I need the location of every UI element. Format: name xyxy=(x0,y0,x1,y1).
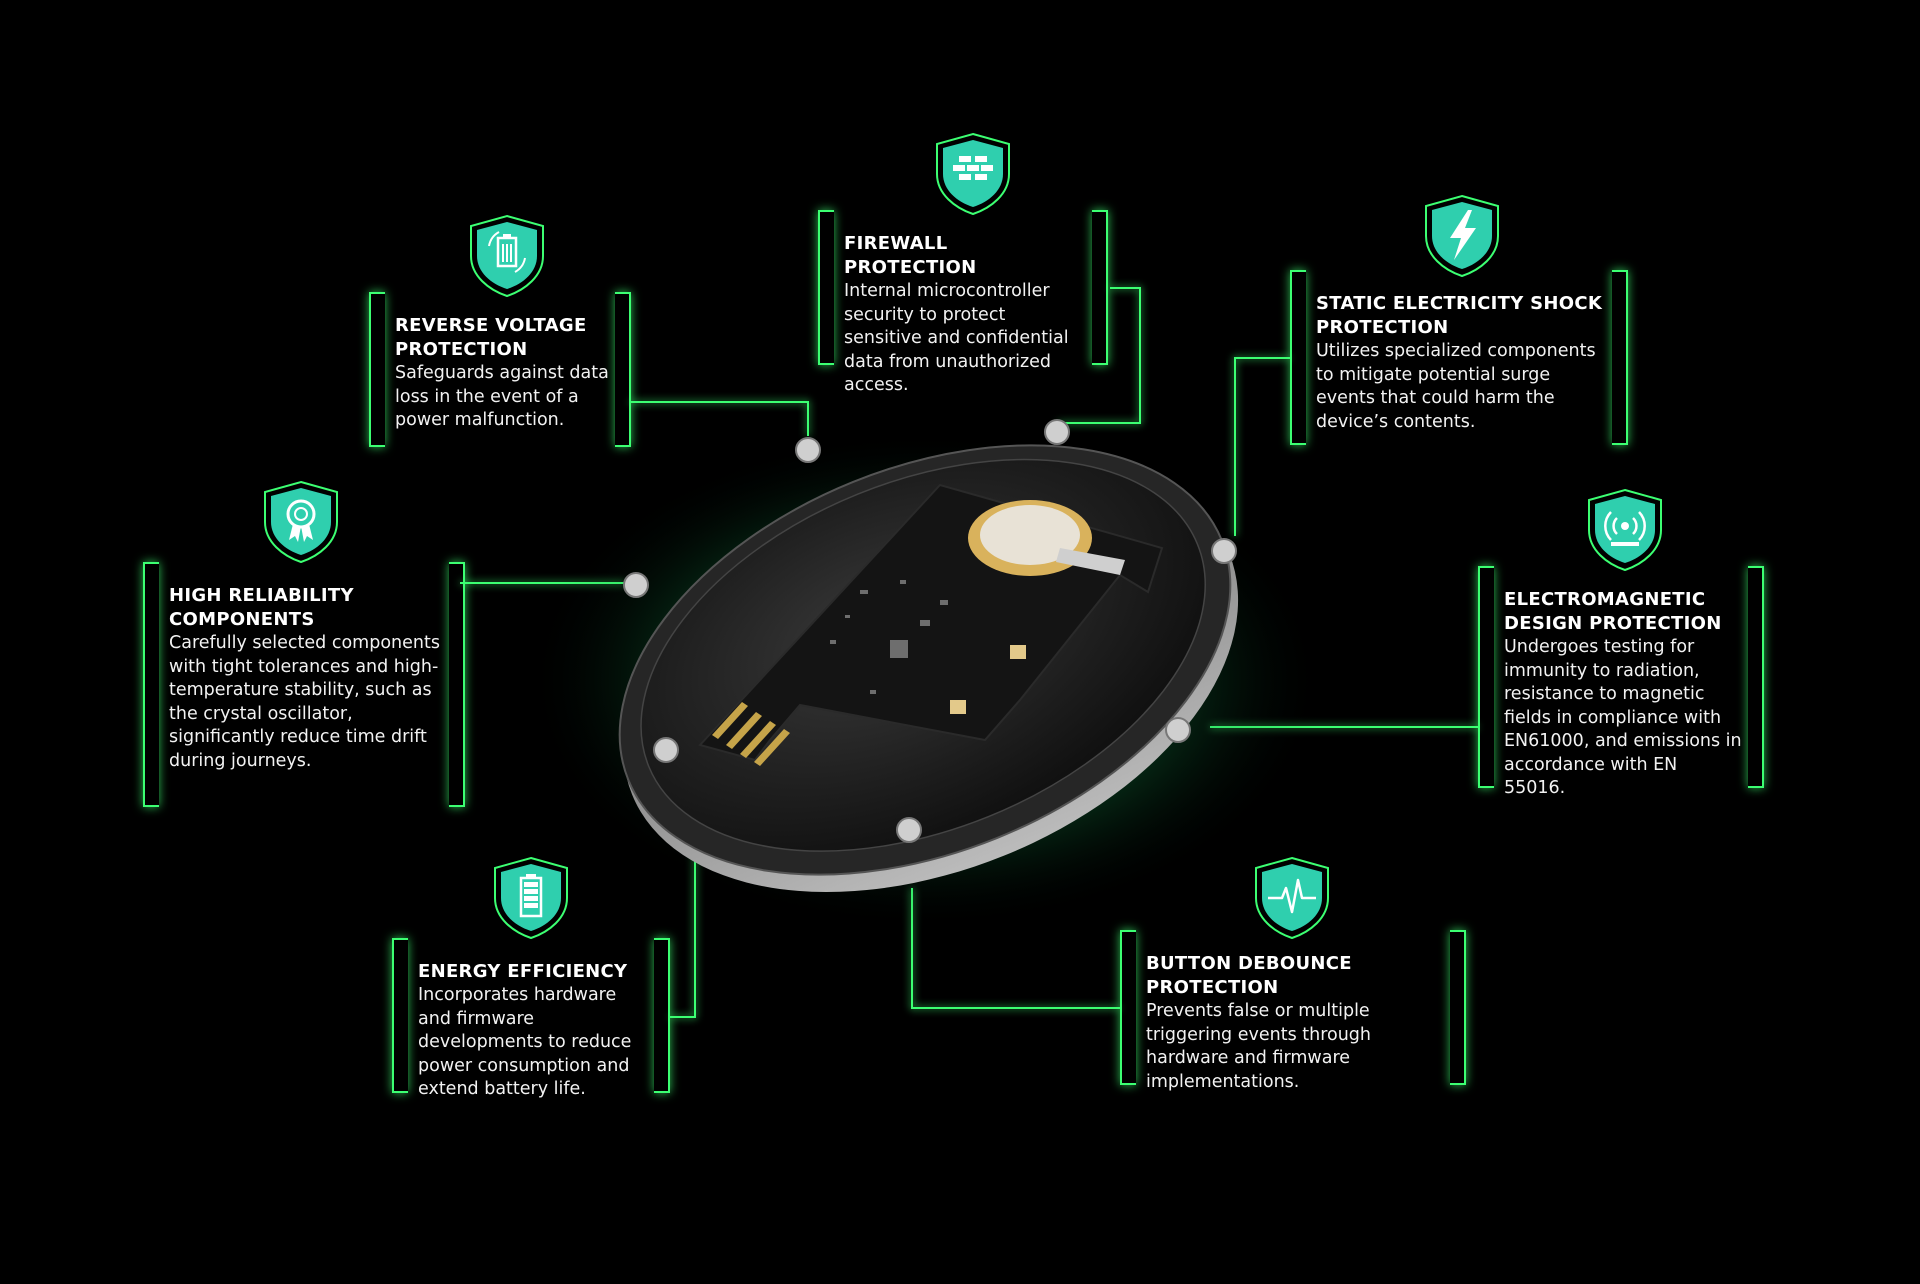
feature-description: Incorporates hardware and firmware devel… xyxy=(418,985,632,1099)
battery-cycle-icon xyxy=(469,214,545,298)
feature-title: FIREWALL PROTECTION xyxy=(844,233,977,278)
award-badge-icon xyxy=(263,480,339,564)
feature-description: Prevents false or multiple triggering ev… xyxy=(1146,1001,1372,1092)
feature-title: STATIC ELECTRICITY SHOCK PROTECTION xyxy=(1316,293,1603,338)
feature-description: Undergoes testing for immunity to radiat… xyxy=(1504,637,1742,798)
battery-full-icon xyxy=(493,856,569,940)
feature-electromagnetic: ELECTROMAGNETIC DESIGN PROTECTION Underg… xyxy=(1478,566,1764,798)
signal-waves-icon xyxy=(1587,488,1663,572)
feature-button-debounce: BUTTON DEBOUNCE PROTECTION Prevents fals… xyxy=(1120,930,1466,1092)
feature-title: HIGH RELIABILITY COMPONENTS xyxy=(169,585,354,630)
feature-description: Carefully selected components with tight… xyxy=(169,633,440,771)
circuit-board xyxy=(698,483,1164,766)
screws xyxy=(623,419,1237,843)
feature-title: REVERSE VOLTAGE PROTECTION xyxy=(395,315,587,360)
feature-description: Safeguards against data loss in the even… xyxy=(395,363,609,430)
feature-title: ELECTROMAGNETIC DESIGN PROTECTION xyxy=(1504,589,1722,634)
heartbeat-icon xyxy=(1254,856,1330,940)
feature-description: Utilizes specialized components to mitig… xyxy=(1316,341,1596,432)
feature-high-reliability: HIGH RELIABILITY COMPONENTS Carefully se… xyxy=(143,562,465,807)
feature-static-electricity: STATIC ELECTRICITY SHOCK PROTECTION Util… xyxy=(1290,270,1628,445)
feature-firewall: FIREWALL PROTECTION Internal microcontro… xyxy=(818,210,1108,395)
feature-reverse-voltage: REVERSE VOLTAGE PROTECTION Safeguards ag… xyxy=(369,292,631,447)
firewall-icon xyxy=(935,132,1011,216)
lightning-icon xyxy=(1424,194,1500,278)
feature-title: BUTTON DEBOUNCE PROTECTION xyxy=(1146,953,1352,998)
feature-description: Internal microcontroller security to pro… xyxy=(844,281,1069,395)
feature-energy-efficiency: ENERGY EFFICIENCY Incorporates hardware … xyxy=(392,938,670,1099)
feature-title: ENERGY EFFICIENCY xyxy=(418,961,628,982)
